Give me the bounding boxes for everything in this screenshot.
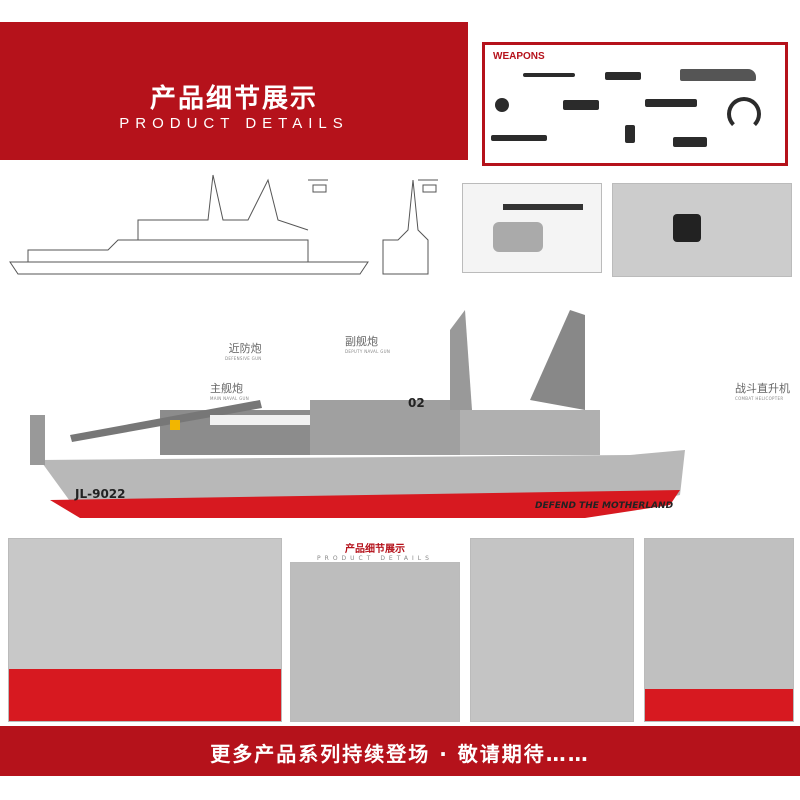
inset-title: 产品细节展示 PRODUCT DETAILS <box>317 544 433 562</box>
ship-model: JL-9022 02 DEFEND THE MOTHERLAND <box>30 310 685 518</box>
bridge-detail-photo <box>470 538 634 722</box>
page-title: 产品细节展示 <box>149 84 318 114</box>
machete-icon <box>680 69 756 81</box>
baton-icon <box>491 135 547 141</box>
footer-text: 更多产品系列持续登场 · 敬请期待…… <box>210 742 590 766</box>
knife-icon <box>645 99 697 107</box>
weapons-label: WEAPONS <box>493 51 545 62</box>
pistol-icon <box>563 100 599 110</box>
ship-slogan: DEFEND THE MOTHERLAND <box>535 501 674 511</box>
rifle-icon <box>523 73 575 77</box>
grenade-icon <box>495 98 509 112</box>
gun-detail-photo <box>290 562 460 722</box>
deck-photo <box>612 183 792 277</box>
helicopter-photo <box>462 183 602 273</box>
bow-detail-photo <box>8 538 282 722</box>
magazine-icon <box>625 125 635 143</box>
helicopter-drawing <box>308 179 438 193</box>
weapons-panel: WEAPONS <box>482 42 788 166</box>
header-banner <box>0 22 468 160</box>
front-view-drawing <box>382 179 429 275</box>
helipad-detail-photo <box>644 538 794 722</box>
headset-icon <box>727 97 761 131</box>
bridge-number: 02 <box>408 396 425 410</box>
tool-icon <box>673 137 707 147</box>
page-subtitle: PRODUCT DETAILS <box>119 115 349 132</box>
side-view-drawing <box>9 174 369 275</box>
hull-number: JL-9022 <box>74 487 126 501</box>
footer-banner <box>0 726 800 776</box>
scope-icon <box>605 72 641 80</box>
blueprint-drawings <box>9 174 438 275</box>
